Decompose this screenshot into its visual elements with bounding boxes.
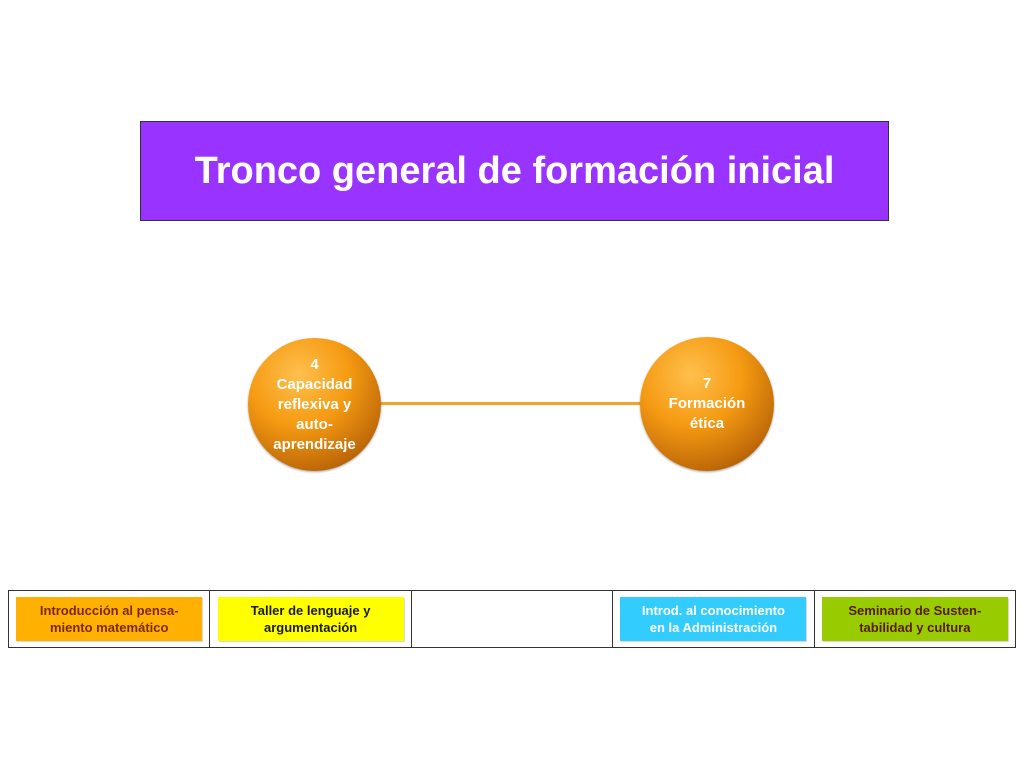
course-label-line: Taller de lenguaje y [250,603,371,618]
course-cell: Introd. al conocimiento en la Administra… [613,591,815,647]
course-label-line: en la Administración [649,620,778,635]
node-label-line: Capacidad [276,375,353,393]
node-label-line: Formación [668,395,746,412]
course-cell: Taller de lenguaje y argumentación [210,591,412,647]
title-box: Tronco general de formación inicial [140,121,889,221]
course-label-line: Seminario de Susten- [848,603,982,618]
course-label-line: Introducción al pensa- [39,603,179,618]
course-strip: Introducción al pensa- miento matemático… [8,590,1016,648]
node-number: 4 [310,355,319,373]
course-seminario-sustentabilidad: Seminario de Susten- tabilidad y cultura [821,597,1008,641]
course-label-line: tabilidad y cultura [859,620,971,635]
course-intro-administracion: Introd. al conocimiento en la Administra… [620,597,807,641]
node-label-line: ética [689,415,725,432]
diagram-title: Tronco general de formación inicial [194,149,835,192]
course-intro-pensamiento-matematico: Introducción al pensa- miento matemático [16,597,203,641]
node-label-line: auto- [296,415,333,433]
course-label-line: argumentación [264,620,358,635]
course-taller-lenguaje: Taller de lenguaje y argumentación [217,597,404,641]
connector-line [378,402,644,405]
node-label-line: aprendizaje [273,435,356,453]
node-capacidad-reflexiva: 4 Capacidad reflexiva y auto- aprendizaj… [248,338,381,471]
course-cell: Introducción al pensa- miento matemático [9,591,211,647]
course-label-line: miento matemático [49,620,169,635]
node-formacion-etica: 7 Formación ética [640,337,774,471]
node-number: 7 [702,375,712,392]
node-label-line: reflexiva y [277,395,352,413]
course-label-line: Introd. al conocimiento [641,603,785,618]
course-cell: Seminario de Susten- tabilidad y cultura [815,591,1015,647]
course-cell-empty [412,591,614,647]
